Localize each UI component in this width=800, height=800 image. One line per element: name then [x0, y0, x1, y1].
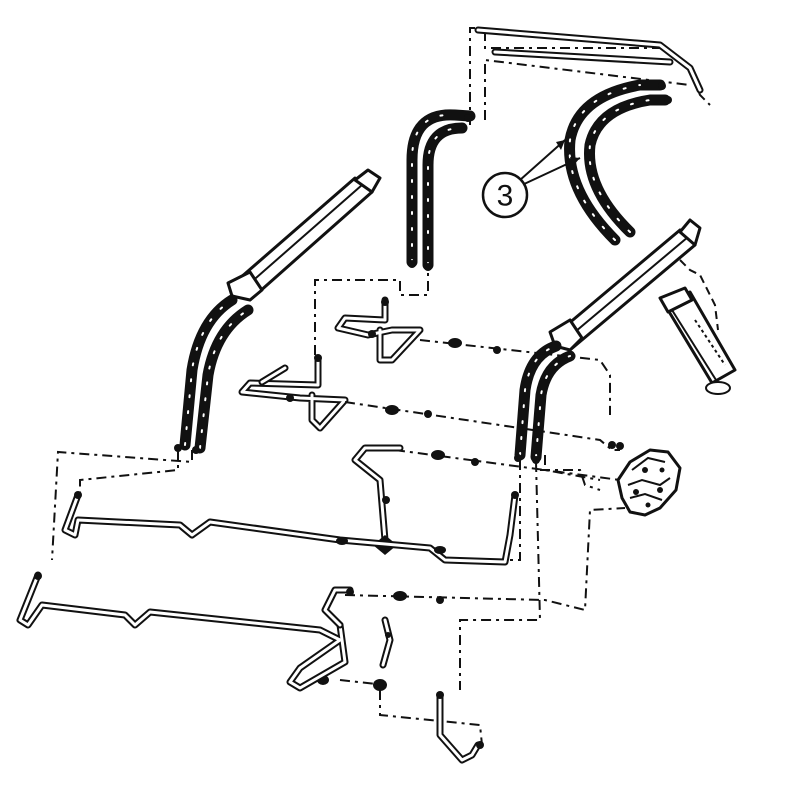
callout-circle	[481, 171, 529, 219]
line-fittings	[317, 338, 616, 691]
lower-line-lower	[16, 571, 354, 692]
top-rail-hose	[474, 26, 704, 94]
hydraulic-pump	[616, 442, 682, 517]
right-curved-hose-pair	[564, 79, 672, 246]
dashed-connection-lines	[51, 270, 626, 746]
right-hydraulic-cylinder	[514, 218, 702, 464]
left-hydraulic-cylinder	[174, 168, 382, 454]
callout-number: 3	[497, 180, 514, 213]
callout-3: 3	[481, 139, 581, 219]
right-auxiliary-cylinder	[658, 259, 737, 395]
center-curved-hose-pair	[406, 109, 476, 271]
lower-bracket-link	[379, 616, 394, 669]
lower-line-upper	[61, 491, 519, 566]
bottom-bent-line	[436, 691, 484, 764]
middle-valve-bracket	[238, 354, 349, 432]
upper-valve-bracket	[334, 296, 424, 364]
